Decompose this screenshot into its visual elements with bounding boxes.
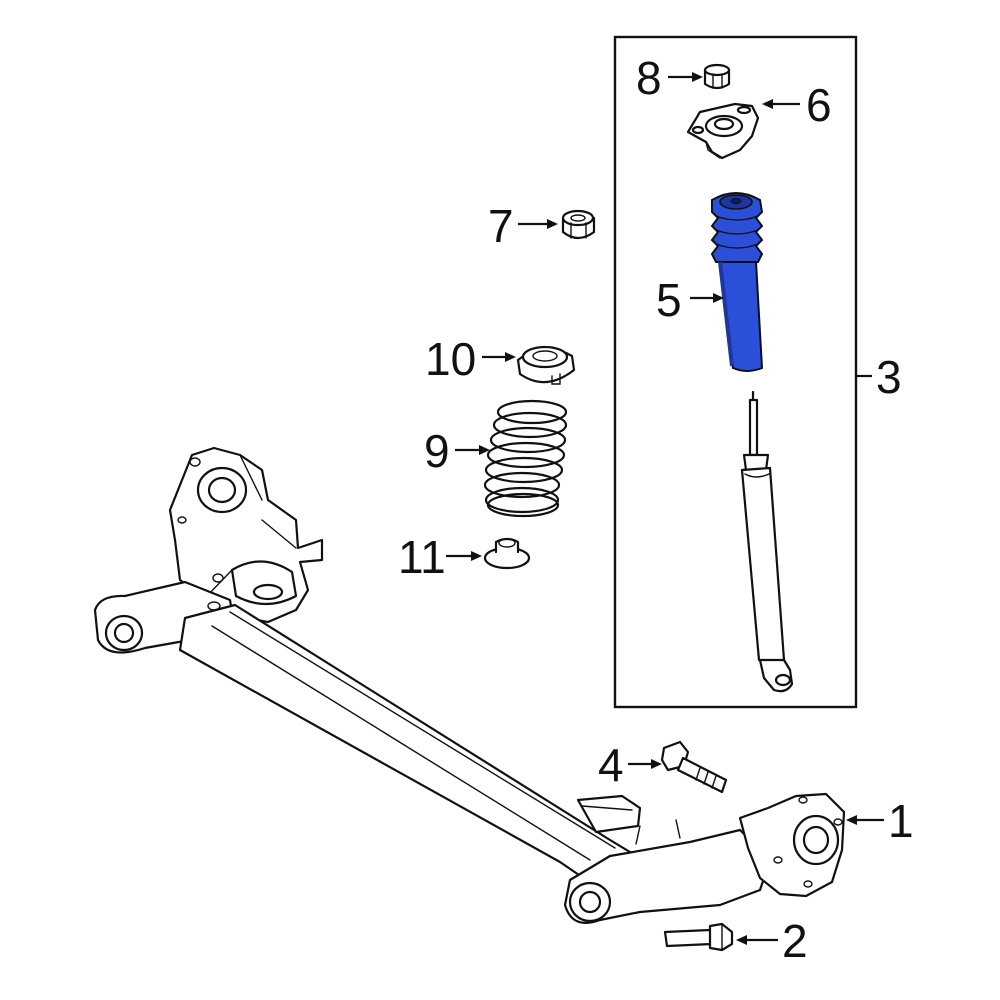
part-5-dust-boot-highlighted[interactable] bbox=[710, 192, 764, 372]
part-9-coil-spring[interactable] bbox=[483, 399, 568, 518]
part-3-shock-absorber[interactable] bbox=[740, 390, 794, 693]
callout-7[interactable]: 7 bbox=[488, 200, 514, 252]
boot-bellows bbox=[710, 192, 764, 263]
part-1-rear-axle-beam[interactable] bbox=[93, 446, 846, 924]
part-8-nut[interactable] bbox=[703, 63, 731, 90]
callout-11[interactable]: 11 bbox=[398, 531, 446, 583]
callout-3[interactable]: 3 bbox=[876, 351, 902, 403]
part-11-spring-seat[interactable] bbox=[483, 537, 531, 570]
callout-4[interactable]: 4 bbox=[598, 739, 624, 791]
part-4-bolt[interactable] bbox=[660, 740, 728, 794]
shock-assembly-box bbox=[613, 35, 858, 709]
callout-9[interactable]: 9 bbox=[424, 425, 450, 477]
callout-8[interactable]: 8 bbox=[636, 52, 662, 104]
callout-10[interactable]: 10 bbox=[425, 333, 476, 385]
callout-6[interactable]: 6 bbox=[806, 79, 832, 131]
part-7-nut[interactable] bbox=[561, 209, 596, 240]
callout-labels: 8 6 7 5 3 10 9 11 4 1 2 bbox=[398, 52, 914, 967]
callout-5[interactable]: 5 bbox=[656, 274, 682, 326]
part-10-spring-insulator[interactable] bbox=[516, 345, 576, 385]
leader-lines bbox=[446, 72, 884, 945]
part-6-upper-mount[interactable] bbox=[686, 102, 760, 160]
callout-2[interactable]: 2 bbox=[782, 915, 808, 967]
part-2-bolt[interactable] bbox=[663, 922, 734, 952]
callout-1[interactable]: 1 bbox=[888, 795, 914, 847]
